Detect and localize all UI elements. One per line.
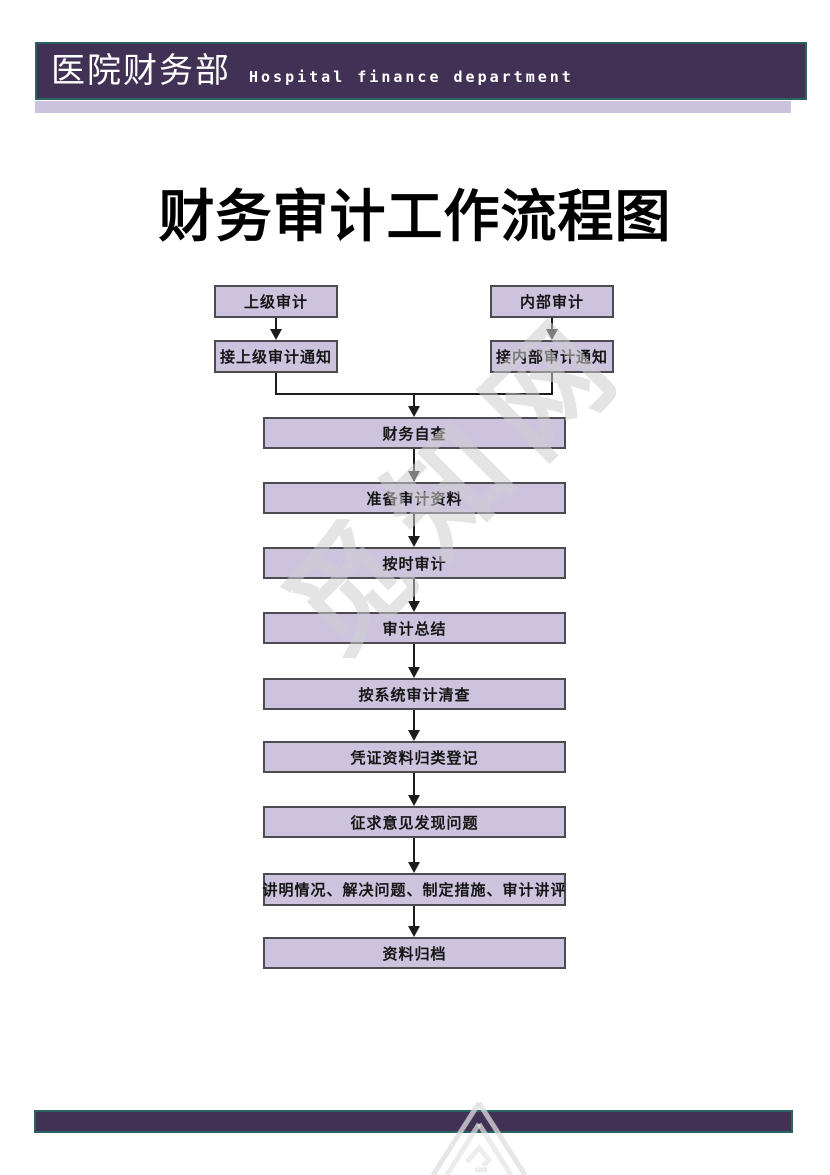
arrow-down-step-5 bbox=[408, 710, 420, 741]
header-bar: 医院财务部 Hospital finance department bbox=[35, 42, 807, 100]
arrow-down-merge bbox=[408, 394, 420, 417]
flow-box-superior-audit-notice: 接上级审计通知 bbox=[214, 340, 338, 373]
flow-step-self-check: 财务自查 bbox=[263, 417, 566, 449]
connector-line-left bbox=[275, 373, 277, 394]
flow-step-prepare-materials: 准备审计资料 bbox=[263, 482, 566, 514]
flow-step-explain-resolve: 讲明情况、解决问题、制定措施、审计讲评 bbox=[263, 873, 566, 906]
arrow-down-step-6 bbox=[408, 773, 420, 806]
connector-line-right bbox=[551, 373, 553, 394]
arrow-down-step-2 bbox=[408, 514, 420, 547]
footer-bar bbox=[34, 1110, 793, 1133]
flow-box-superior-audit: 上级审计 bbox=[214, 285, 338, 318]
arrow-down-step-3 bbox=[408, 579, 420, 612]
flow-step-audit-on-time: 按时审计 bbox=[263, 547, 566, 579]
header-subtitle-english: Hospital finance department bbox=[249, 68, 574, 86]
arrow-down-left-branch bbox=[270, 318, 282, 340]
flow-step-voucher-register: 凭证资料归类登记 bbox=[263, 741, 566, 773]
flow-box-internal-audit-notice: 接内部审计通知 bbox=[490, 340, 614, 373]
header-accent-strip bbox=[35, 101, 791, 113]
header-title-chinese: 医院财务部 bbox=[51, 52, 231, 90]
arrow-down-right-branch bbox=[546, 318, 558, 340]
arrow-down-step-1 bbox=[408, 449, 420, 482]
flow-step-archive: 资料归档 bbox=[263, 937, 566, 969]
flow-step-system-check: 按系统审计清查 bbox=[263, 678, 566, 710]
arrow-down-step-7 bbox=[408, 838, 420, 873]
document-title: 财务审计工作流程图 bbox=[158, 185, 672, 248]
arrow-down-step-8 bbox=[408, 906, 420, 937]
flow-box-internal-audit: 内部审计 bbox=[490, 285, 614, 318]
flow-step-audit-summary: 审计总结 bbox=[263, 612, 566, 644]
flow-step-solicit-opinions: 征求意见发现问题 bbox=[263, 806, 566, 838]
arrow-down-step-4 bbox=[408, 644, 420, 678]
